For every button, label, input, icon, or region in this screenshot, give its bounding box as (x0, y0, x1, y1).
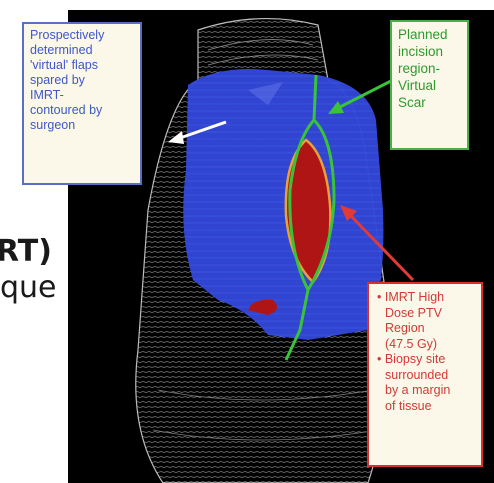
callout-red-line-7: by a margin (377, 383, 475, 399)
callout-green-line-5: Scar (398, 94, 461, 111)
callout-red-line-3: Region (377, 321, 475, 337)
callout-green-line-4: Virtual (398, 77, 461, 94)
callout-blue-line-7: surgeon (30, 118, 134, 133)
callout-blue-line-3: 'virtual' flaps (30, 58, 134, 73)
callout-red-line-5: • Biopsy site (377, 352, 475, 368)
callout-blue-line-1: Prospectively (30, 28, 134, 43)
callout-red-line-1: • IMRT High (377, 290, 475, 306)
callout-red-line-6: surrounded (377, 368, 475, 384)
callout-green-line-2: incision (398, 43, 461, 60)
callout-blue-line-4: spared by (30, 73, 134, 88)
callout-ptv-region: • IMRT High Dose PTV Region (47.5 Gy) • … (367, 282, 483, 467)
callout-green-line-1: Planned (398, 26, 461, 43)
callout-blue-line-2: determined (30, 43, 134, 58)
callout-red-line-8: of tissue (377, 399, 475, 415)
callout-red-line-4: (47.5 Gy) (377, 337, 475, 353)
background-text-line-1: RT) (0, 234, 52, 269)
callout-red-line-2: Dose PTV (377, 306, 475, 322)
callout-virtual-scar: Planned incision region- Virtual Scar (390, 20, 469, 150)
callout-green-line-3: region- (398, 60, 461, 77)
callout-blue-line-6: contoured by (30, 103, 134, 118)
callout-blue-line-5: IMRT- (30, 88, 134, 103)
background-text-line-2: que (0, 270, 57, 305)
callout-virtual-flaps: Prospectively determined 'virtual' flaps… (22, 22, 142, 185)
